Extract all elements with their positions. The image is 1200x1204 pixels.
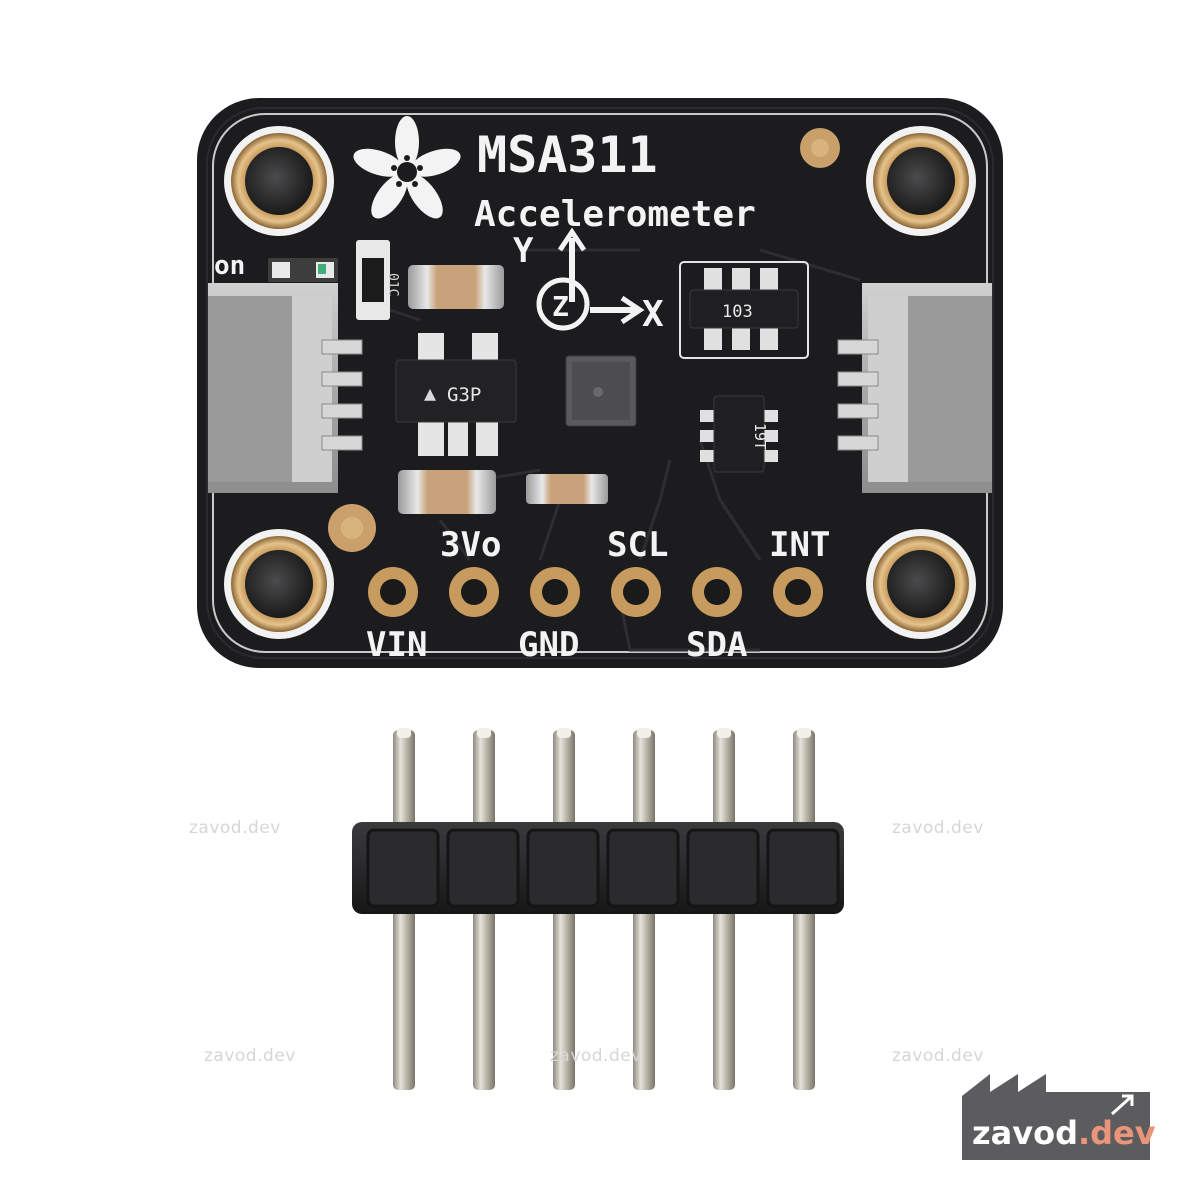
pin-label-3vo: 3Vo <box>440 525 501 565</box>
pin-label-gnd: GND <box>518 625 579 665</box>
watermark-text: zavod.dev <box>550 1046 642 1066</box>
svg-text:Z: Z <box>552 290 569 323</box>
header-pin-tip <box>797 728 811 738</box>
pin-pad-sda <box>692 567 742 617</box>
msa311-sensor-chip <box>565 355 637 427</box>
header-block-segment <box>526 828 600 908</box>
pin-pad-vin <box>368 567 418 617</box>
stemma-connector-left <box>208 283 363 493</box>
mounting-hole-top-right <box>866 126 976 236</box>
arrow-up-icon <box>557 227 587 252</box>
pin-pad-3vo <box>449 567 499 617</box>
mounting-hole-bottom-left <box>224 529 334 639</box>
logo-text: zavod.dev <box>972 1114 1156 1152</box>
svg-text:Y: Y <box>513 231 534 271</box>
header-block-segment <box>766 828 840 908</box>
watermark-text: zavod.dev <box>892 818 984 838</box>
pin-label-scl: SCL <box>607 525 668 565</box>
pin-label-sda: SDA <box>686 625 747 665</box>
watermark-text: zavod.dev <box>892 1046 984 1066</box>
mounting-hole-top-left <box>224 126 334 236</box>
watermark-text: zavod.dev <box>204 1046 296 1066</box>
svg-text:G3P: G3P <box>447 384 481 406</box>
regulator-g3p-chip: ▲ G3P <box>395 333 517 456</box>
chip-19t: 19T <box>700 395 778 473</box>
chip-103: 103 <box>679 261 809 359</box>
header-block-segment <box>366 828 440 908</box>
svg-text:103: 103 <box>722 302 753 322</box>
capacitor-top <box>408 265 504 309</box>
mounting-hole-bottom-right <box>866 529 976 639</box>
capacitor-bottom-left <box>398 470 496 514</box>
flower-logo-icon <box>353 116 461 219</box>
header-block-segment <box>686 828 760 908</box>
regulator-triangle-icon: ▲ <box>424 381 436 405</box>
header-block-segment <box>606 828 680 908</box>
svg-text:01C: 01C <box>385 273 400 296</box>
pin-pad-scl <box>611 567 661 617</box>
header-pin-tip <box>637 728 651 738</box>
board-subtitle: Accelerometer <box>474 194 756 235</box>
arrow-right-icon <box>620 295 645 325</box>
power-led-label: on <box>214 251 245 281</box>
pin-pad-gnd <box>530 567 580 617</box>
board-title: MSA311 <box>477 126 658 184</box>
pin-label-vin: VIN <box>366 625 427 665</box>
stemma-connector-right <box>837 283 992 493</box>
header-pin-tip <box>397 728 411 738</box>
watermark-text: zavod.dev <box>189 818 281 838</box>
pin-label-int: INT <box>769 525 830 565</box>
capacitor-bottom-middle <box>526 474 608 504</box>
pin-pads <box>368 567 823 617</box>
svg-text:19T: 19T <box>751 423 769 450</box>
pin-pad-int <box>773 567 823 617</box>
header-pin-tip <box>477 728 491 738</box>
svg-text:X: X <box>642 294 664 335</box>
axis-diagram: Y Z X <box>513 227 664 335</box>
header-block-segment <box>446 828 520 908</box>
resistor-01c: 01C <box>356 240 400 320</box>
header-pin-tip <box>557 728 571 738</box>
header-pin-tip <box>717 728 731 738</box>
pin-header <box>352 728 844 1090</box>
zavod-logo-icon <box>962 1074 1150 1160</box>
